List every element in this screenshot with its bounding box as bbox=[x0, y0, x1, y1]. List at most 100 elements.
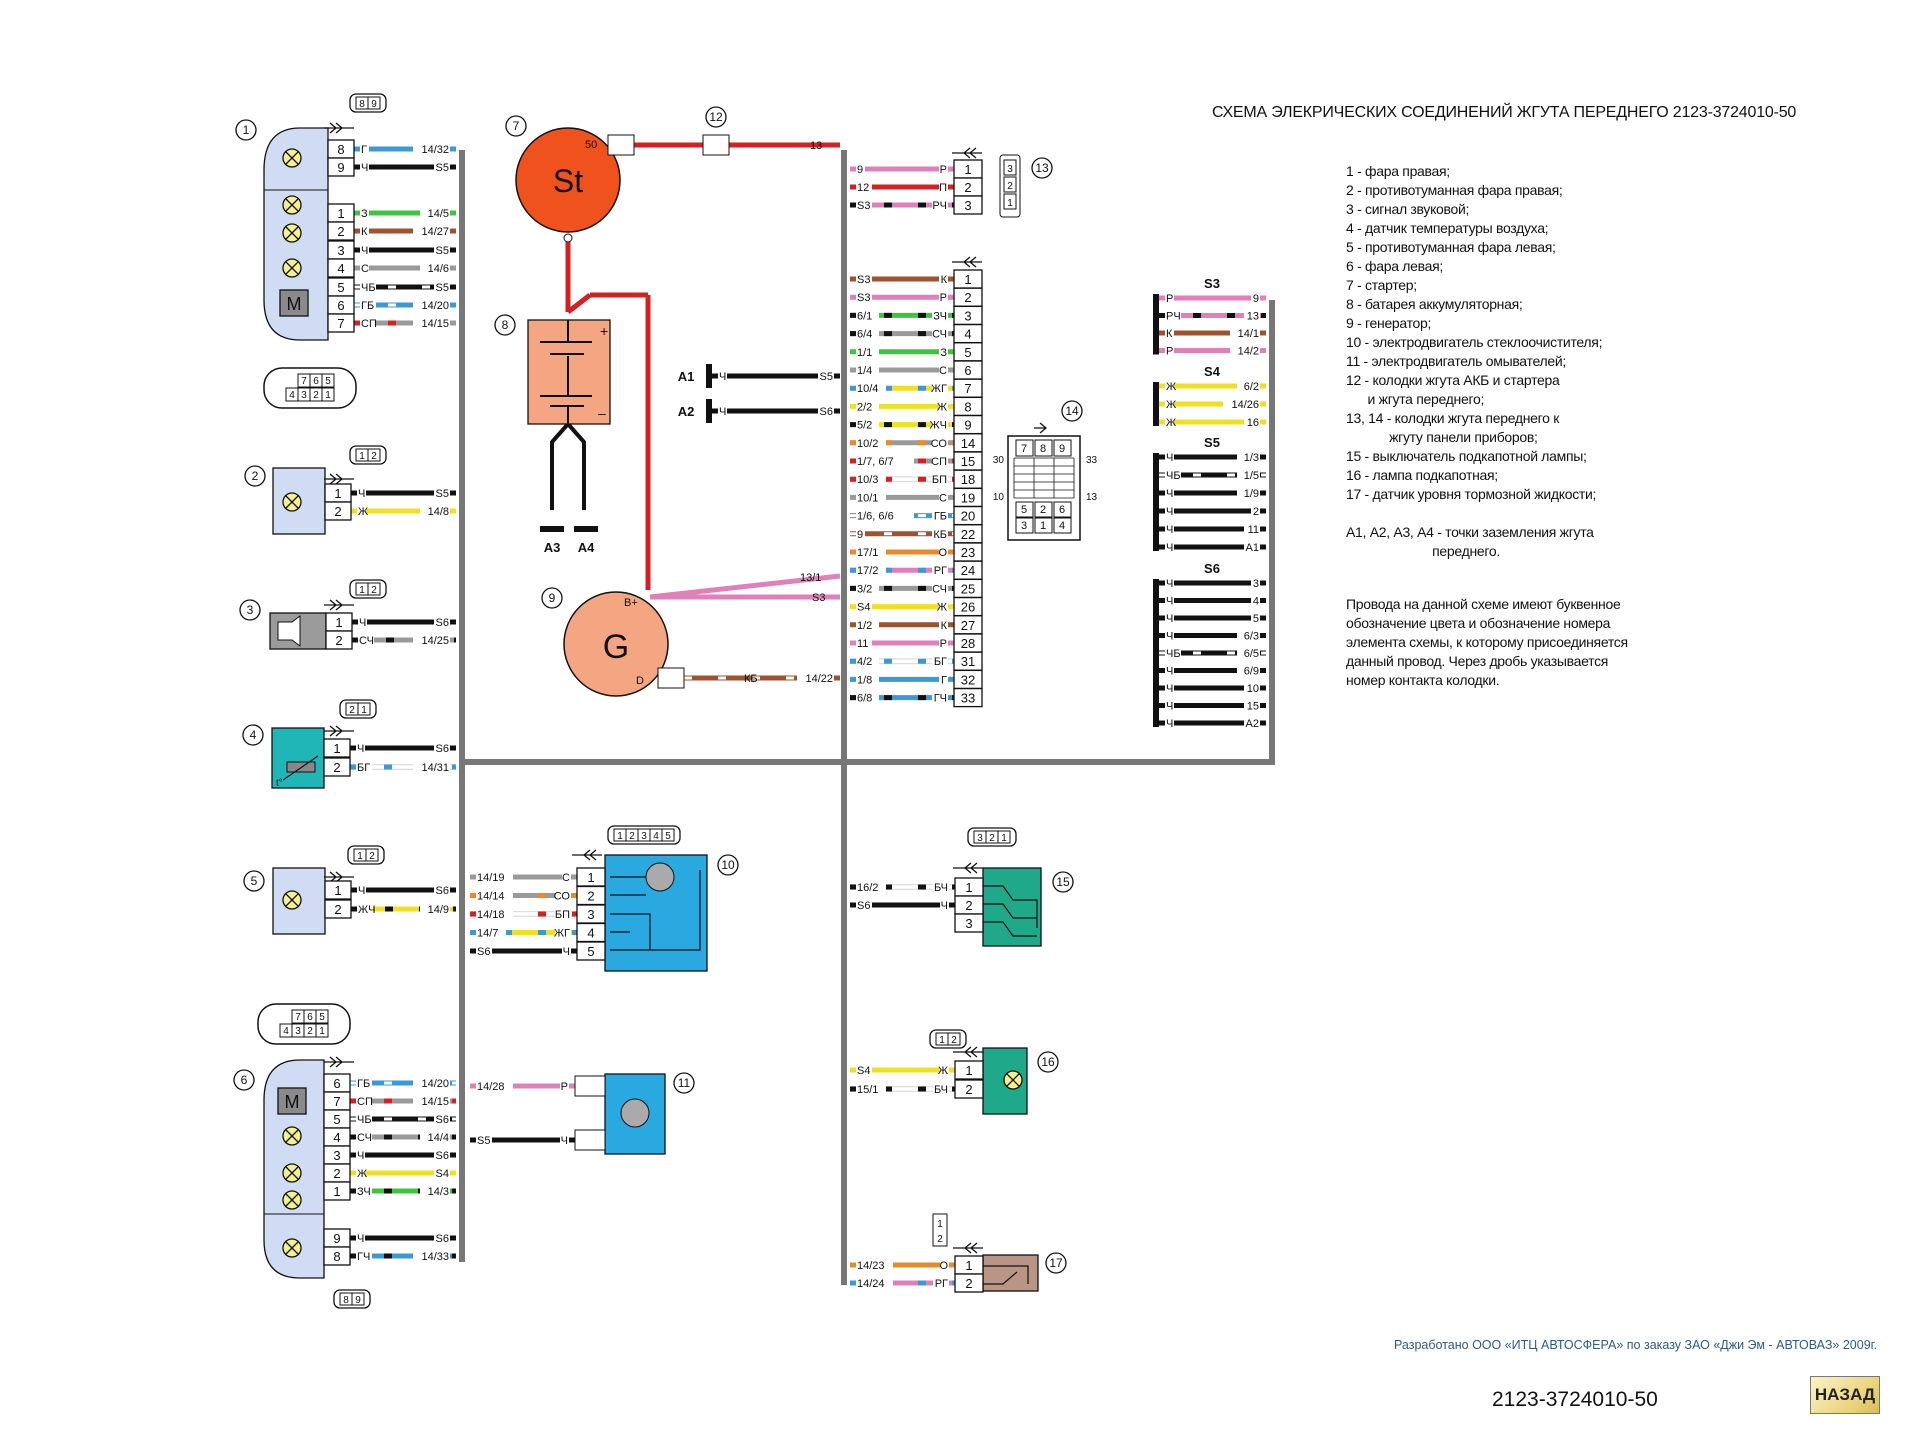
component-number: 1 bbox=[243, 123, 250, 137]
wire-label: Ч bbox=[719, 371, 726, 383]
label-bg bbox=[434, 244, 450, 256]
wire-label: К bbox=[941, 274, 948, 286]
label-bg bbox=[1244, 541, 1260, 553]
label-bg bbox=[932, 564, 948, 577]
label-bg bbox=[476, 889, 513, 902]
pin-number: 2 bbox=[334, 504, 341, 519]
component-number: 6 bbox=[241, 1073, 248, 1087]
lamp-cross bbox=[285, 893, 299, 907]
wire-label: 14/24 bbox=[857, 1278, 885, 1290]
plug-cell bbox=[1034, 517, 1053, 534]
side-label: 30 bbox=[993, 455, 1005, 466]
plug-pin: 3 bbox=[641, 831, 647, 842]
legend-item: 8 - батарея аккумуляторная; bbox=[1346, 296, 1523, 312]
plug-cell bbox=[997, 830, 1011, 844]
component-number: 2 bbox=[252, 469, 259, 483]
label-bg bbox=[932, 327, 948, 340]
wire-label: ЖЧ bbox=[358, 904, 376, 916]
wire-label: 15 bbox=[1247, 701, 1259, 713]
wire-label: Г bbox=[941, 674, 947, 686]
plug-pin: 1 bbox=[319, 1026, 325, 1037]
ground-label: A1 bbox=[678, 369, 695, 384]
label-bg bbox=[1244, 682, 1260, 694]
plug-cell bbox=[1053, 501, 1072, 518]
wire-label: 14/23 bbox=[857, 1260, 885, 1272]
wire bbox=[649, 573, 841, 600]
label-bg bbox=[856, 199, 872, 211]
label-bg bbox=[1237, 487, 1260, 499]
wire-label: ЖЧ bbox=[930, 420, 948, 432]
component-number: 16 bbox=[1041, 1055, 1055, 1069]
wire-label: S5 bbox=[820, 371, 833, 383]
label-bg bbox=[939, 637, 948, 649]
wire-label: 6/8 bbox=[857, 693, 872, 705]
component-legend: 1 - фара правая;2 - противотуманная фара… bbox=[1346, 162, 1602, 561]
legend-item: 4 - датчик температуры воздуха; bbox=[1346, 220, 1549, 236]
plug-pin: 1 bbox=[359, 585, 365, 596]
wire-label: Ж bbox=[1166, 381, 1176, 393]
plug-cell bbox=[367, 448, 381, 462]
wire-label: РГ bbox=[935, 1278, 948, 1290]
motor-letter: M bbox=[285, 1092, 300, 1112]
pin-number: 1 bbox=[965, 1258, 972, 1273]
wire-label: 14/5 bbox=[428, 208, 449, 220]
plug-cell bbox=[1053, 517, 1072, 534]
pin-number: 2 bbox=[965, 898, 972, 913]
component-number-badge bbox=[239, 599, 261, 621]
wire-label: СО bbox=[554, 891, 571, 903]
back-button[interactable]: НАЗАД bbox=[1810, 1376, 1880, 1414]
wiper-internal-circuit bbox=[610, 870, 701, 951]
connector-plug-icon bbox=[932, 1213, 948, 1247]
wire-label: Ж bbox=[358, 506, 368, 518]
sensor-switch bbox=[983, 1265, 1029, 1285]
pin-cell bbox=[954, 1079, 984, 1099]
label-bg bbox=[434, 487, 450, 499]
pin-number: 32 bbox=[961, 672, 975, 687]
wire-label: 11 bbox=[857, 638, 868, 650]
component-number-badge bbox=[541, 587, 563, 609]
wire-label: Ч bbox=[359, 617, 366, 629]
pin-number: 1 bbox=[965, 1063, 972, 1078]
plug-pin: 3 bbox=[1007, 164, 1013, 175]
label-bg bbox=[555, 926, 571, 939]
connector-direction-icon bbox=[953, 1242, 983, 1254]
label-bg bbox=[939, 163, 948, 175]
label-bg bbox=[1165, 292, 1174, 304]
label-bg bbox=[1237, 451, 1260, 463]
label-bg bbox=[1165, 647, 1181, 659]
label-bg bbox=[356, 1077, 372, 1089]
wire-label: S5 bbox=[436, 162, 449, 174]
wire-label: 2/2 bbox=[857, 401, 872, 413]
label-bg bbox=[1165, 577, 1174, 589]
note-line: элемента схемы, к которому присоединяетс… bbox=[1346, 634, 1628, 650]
pin-number: 2 bbox=[965, 1082, 972, 1097]
lamp-cross bbox=[285, 1166, 299, 1180]
pin-number: 3 bbox=[965, 916, 972, 931]
wire-label: СП bbox=[361, 318, 377, 330]
wire-label: 11 bbox=[1248, 524, 1259, 536]
label-bg bbox=[856, 655, 879, 668]
motor-icon bbox=[620, 1098, 650, 1128]
wire-label: Ж bbox=[357, 1168, 367, 1180]
label-bg bbox=[413, 1077, 450, 1089]
wire-label: О bbox=[938, 547, 947, 559]
pin-cell bbox=[324, 880, 352, 900]
plug-pin: 4 bbox=[283, 1026, 289, 1037]
pin-number: 1 bbox=[333, 1184, 340, 1199]
connector-direction-icon bbox=[324, 122, 354, 134]
horn-glyph bbox=[277, 615, 301, 647]
label-bg bbox=[413, 143, 450, 155]
battery-cells bbox=[540, 320, 592, 424]
pin-number: 4 bbox=[337, 261, 344, 276]
pin-number: 18 bbox=[961, 472, 975, 487]
starter-terminal: 50 bbox=[585, 139, 597, 151]
label-bg bbox=[356, 1250, 372, 1262]
wire-label: 13/1 bbox=[800, 572, 821, 584]
wire-label: С bbox=[562, 872, 570, 884]
label-bg bbox=[1165, 309, 1181, 322]
pin-number: 2 bbox=[964, 180, 971, 195]
wire-label: S5 bbox=[436, 488, 449, 500]
label-bg bbox=[856, 163, 865, 175]
plug-cell bbox=[321, 387, 335, 402]
plug-pin: 1 bbox=[361, 705, 367, 716]
